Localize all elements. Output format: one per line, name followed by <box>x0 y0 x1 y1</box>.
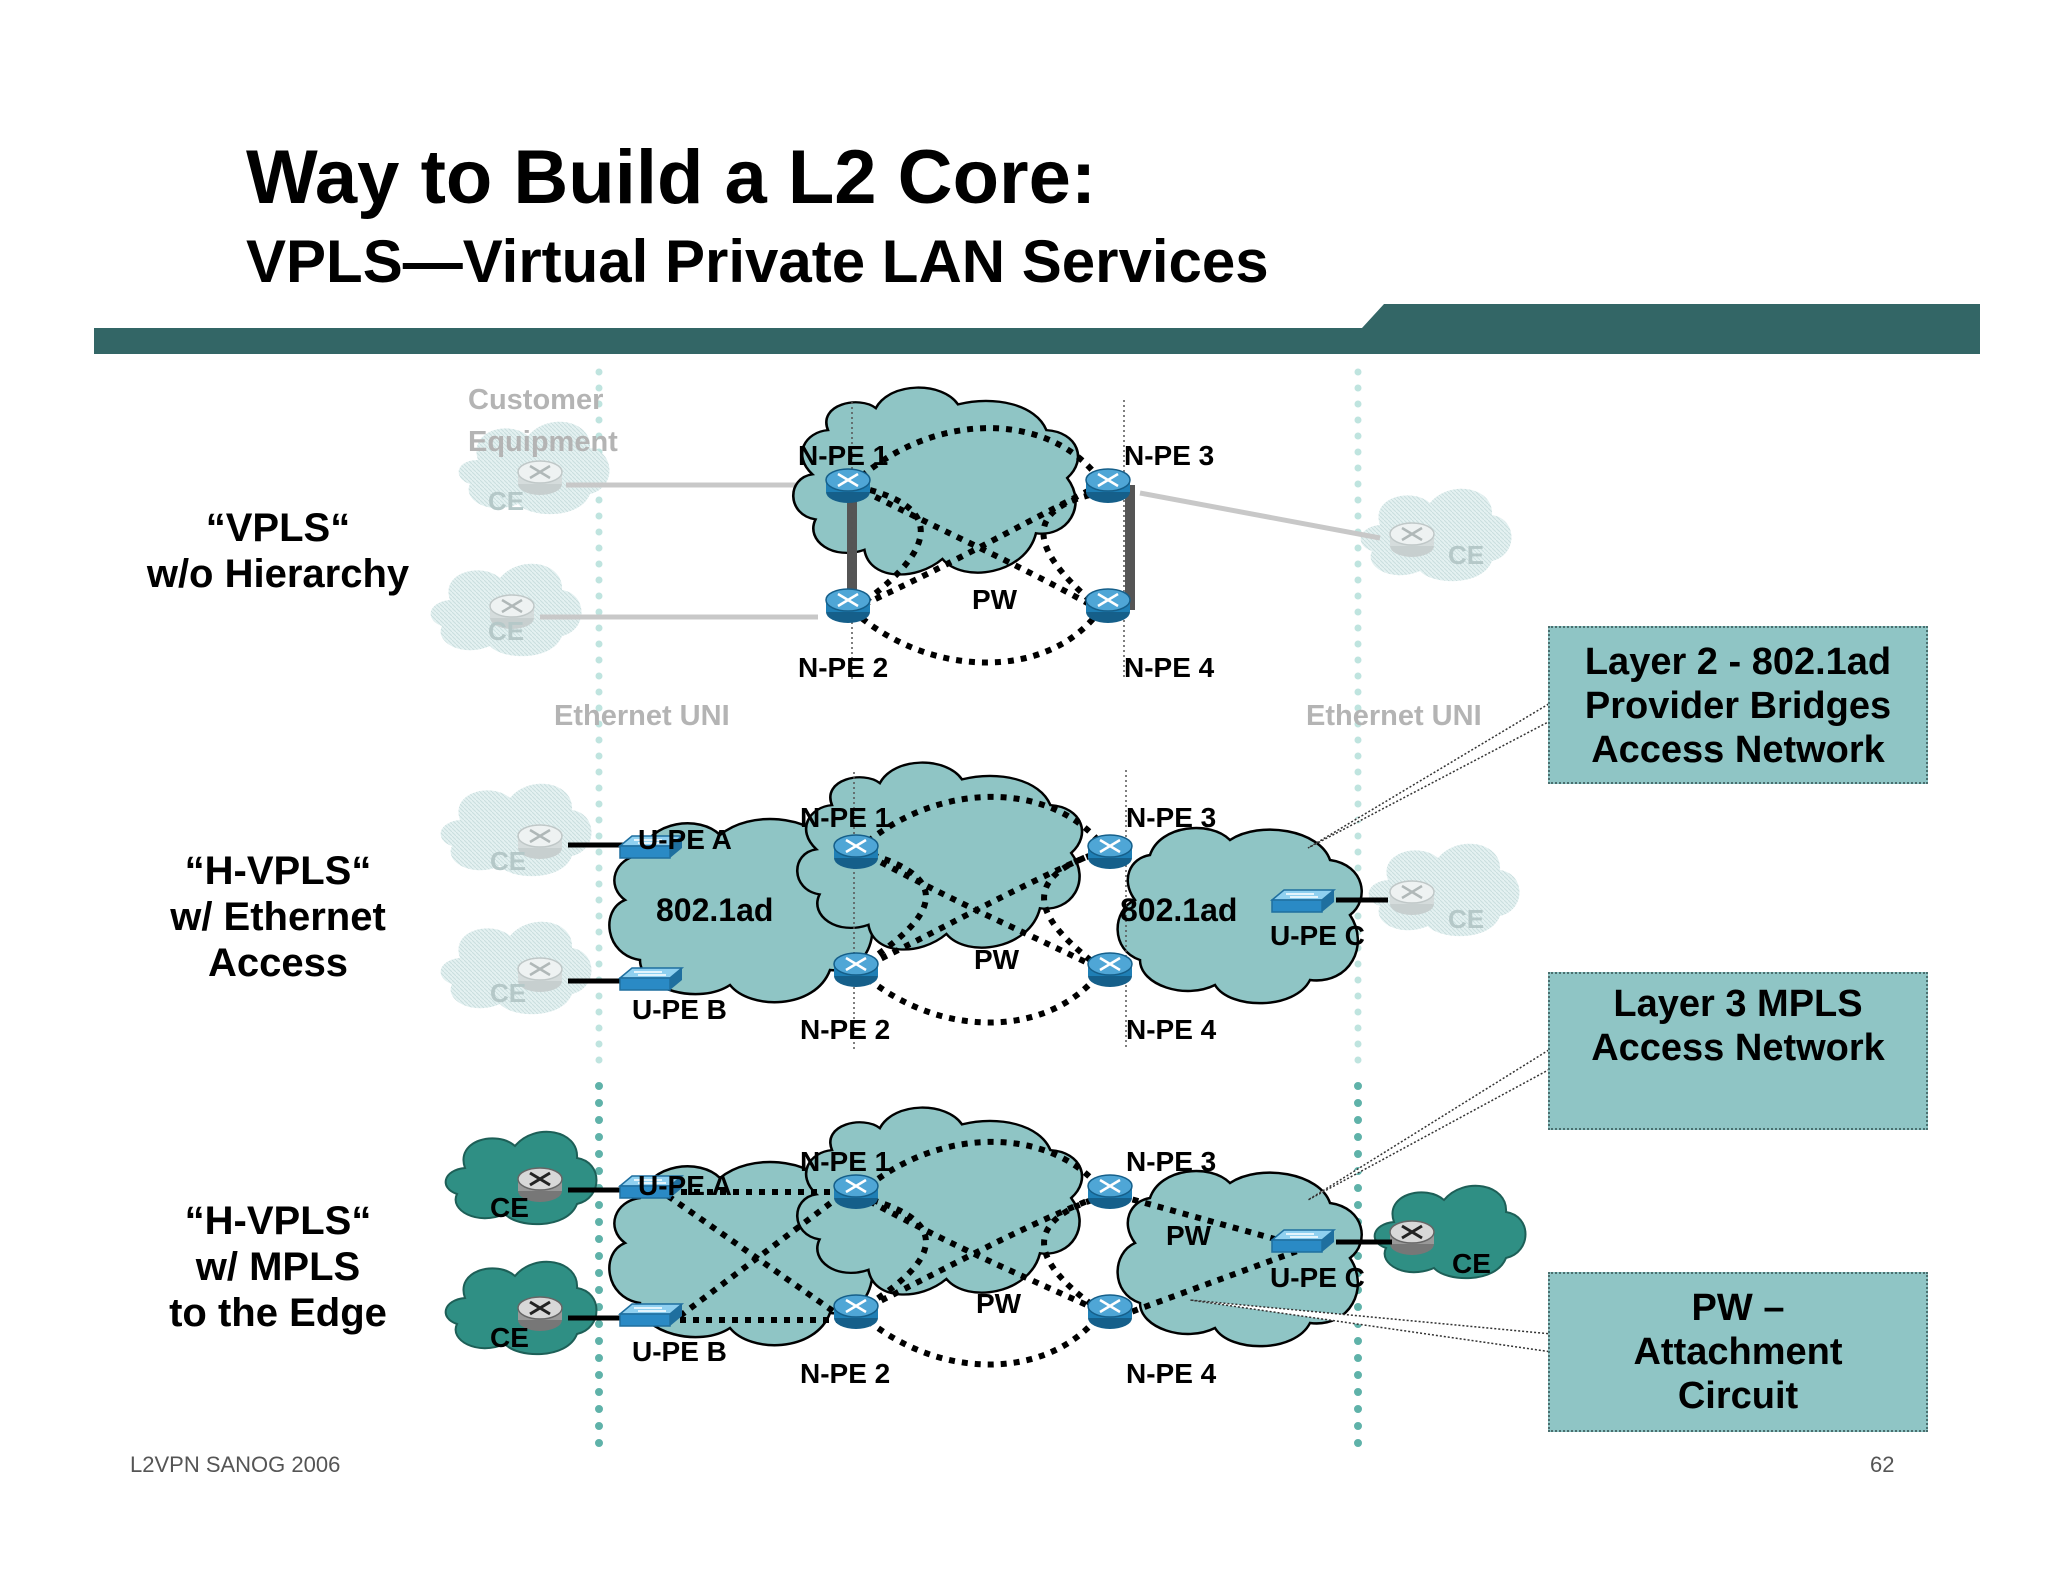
ce-label-row1-b: CE <box>488 616 525 646</box>
callout-pw-attachment-circuit: PW – Attachment Circuit <box>1548 1272 1928 1432</box>
upe-c-label-row3: U-PE C <box>1270 1262 1365 1293</box>
access-cloud-row2-right <box>1116 826 1363 1005</box>
callout1-line2: Provider Bridges <box>1584 685 1892 727</box>
dot1ad-label-right: 802.1ad <box>1120 892 1238 928</box>
page-number: 62 <box>1870 1452 1895 1477</box>
ce-cloud-row1-right <box>1360 488 1512 582</box>
npe4-label-row1: N-PE 4 <box>1124 652 1215 683</box>
ce-cloud-row3-left-top <box>444 1130 598 1226</box>
callout3-line2: Attachment <box>1633 1331 1843 1373</box>
ce-cloud-row2-right <box>1368 843 1520 937</box>
header-bar <box>94 304 1980 354</box>
ce-label-row1-a: CE <box>488 486 525 516</box>
core-cloud-row1 <box>791 386 1080 576</box>
npe2-label-row3: N-PE 2 <box>800 1358 891 1389</box>
ce-label-row3-c: CE <box>1452 1248 1491 1279</box>
pw-label-row2: PW <box>974 944 1020 975</box>
row-label-hvpls-ethernet-line1: “H-VPLS“ <box>184 849 372 893</box>
callout-layer3-mpls: Layer 3 MPLS Access Network <box>1548 972 1928 1130</box>
npe1-label-row1: N-PE 1 <box>798 440 889 471</box>
upe-a-label-row3: U-PE A <box>638 1170 732 1201</box>
row-label-hvpls-ethernet-line3: Access <box>207 941 349 985</box>
npe3-label-row2: N-PE 3 <box>1126 802 1217 833</box>
ethernet-uni-left: Ethernet UNI <box>554 700 730 732</box>
slide-title: Way to Build a L2 Core: <box>246 135 1097 220</box>
callout2-line2: Access Network <box>1591 1027 1885 1069</box>
footer-left: L2VPN SANOG 2006 <box>130 1452 341 1477</box>
ce-cloud-row1-left-top <box>458 421 610 515</box>
callout3-pointer <box>1189 1299 1553 1353</box>
npe4-label-row3: N-PE 4 <box>1126 1358 1217 1389</box>
upe-b-label-row3: U-PE B <box>632 1336 727 1367</box>
customer-equipment-label-1: Customer <box>468 384 604 416</box>
core-cloud-row2 <box>795 761 1084 951</box>
ce-cloud-row3-right <box>1373 1184 1527 1280</box>
pw-label-row3-access: PW <box>1166 1220 1212 1251</box>
callout3-line3: Circuit <box>1677 1375 1799 1417</box>
npe1-label-row3: N-PE 1 <box>800 1146 891 1177</box>
pw-label-row3-core: PW <box>976 1288 1022 1319</box>
row-label-hvpls-mpls: “H-VPLS“ w/ MPLS to the Edge <box>108 1198 448 1336</box>
upe-b-label-row2: U-PE B <box>632 994 727 1025</box>
callout1-line3: Access Network <box>1591 729 1885 771</box>
ce-label-row2-a: CE <box>490 846 527 876</box>
callout-layer2-provider-bridges: Layer 2 - 802.1ad Provider Bridges Acces… <box>1548 626 1928 784</box>
ce-label-row2-b: CE <box>490 978 527 1008</box>
npe3-label-row3: N-PE 3 <box>1126 1146 1217 1177</box>
row-label-hvpls-mpls-line1: “H-VPLS“ <box>184 1199 372 1243</box>
ethernet-uni-right: Ethernet UNI <box>1306 700 1482 732</box>
ce-label-row3-a: CE <box>490 1192 529 1223</box>
row-label-vpls-line2: w/o Hierarchy <box>146 552 410 596</box>
ce-cloud-row1-left-bottom <box>430 563 582 657</box>
row-label-vpls-line1: “VPLS“ <box>205 506 351 550</box>
npe3-label-row1: N-PE 3 <box>1124 440 1215 471</box>
customer-equipment-label-2: Equipment <box>468 426 618 458</box>
upe-a-label-row2: U-PE A <box>638 824 732 855</box>
callout2-line1: Layer 3 MPLS <box>1613 983 1863 1025</box>
callout2-pointer <box>1307 1046 1553 1201</box>
access-cloud-row3-right <box>1116 1169 1363 1348</box>
ce-cloud-row2-left-bottom <box>440 921 592 1015</box>
npe2-label-row2: N-PE 2 <box>800 1014 891 1045</box>
ce-label-row2-c: CE <box>1448 904 1485 934</box>
pw-label-row1: PW <box>972 584 1018 615</box>
callout1-line1: Layer 2 - 802.1ad <box>1584 641 1892 683</box>
callout3-line1: PW – <box>1691 1287 1785 1329</box>
npe4-label-row2: N-PE 4 <box>1126 1014 1217 1045</box>
core-cloud-row3 <box>795 1106 1084 1296</box>
dot1ad-label-left: 802.1ad <box>656 892 774 928</box>
row-label-hvpls-mpls-line2: w/ MPLS <box>195 1245 361 1289</box>
npe2-label-row1: N-PE 2 <box>798 652 889 683</box>
row-label-vpls: “VPLS“ w/o Hierarchy <box>108 505 448 597</box>
row-label-hvpls-ethernet: “H-VPLS“ w/ Ethernet Access <box>108 848 448 986</box>
npe1-label-row2: N-PE 1 <box>800 802 891 833</box>
ce-cloud-row2-left-top <box>440 783 592 877</box>
upe-c-label-row2: U-PE C <box>1270 920 1365 951</box>
ce-label-row3-b: CE <box>490 1322 529 1353</box>
ce-cloud-row3-left-bottom <box>444 1260 598 1356</box>
slide-subtitle: VPLS—Virtual Private LAN Services <box>246 228 1269 295</box>
ce-label-row1-c: CE <box>1448 540 1485 570</box>
row-label-hvpls-mpls-line3: to the Edge <box>169 1291 387 1335</box>
row-label-hvpls-ethernet-line2: w/ Ethernet <box>170 895 386 939</box>
